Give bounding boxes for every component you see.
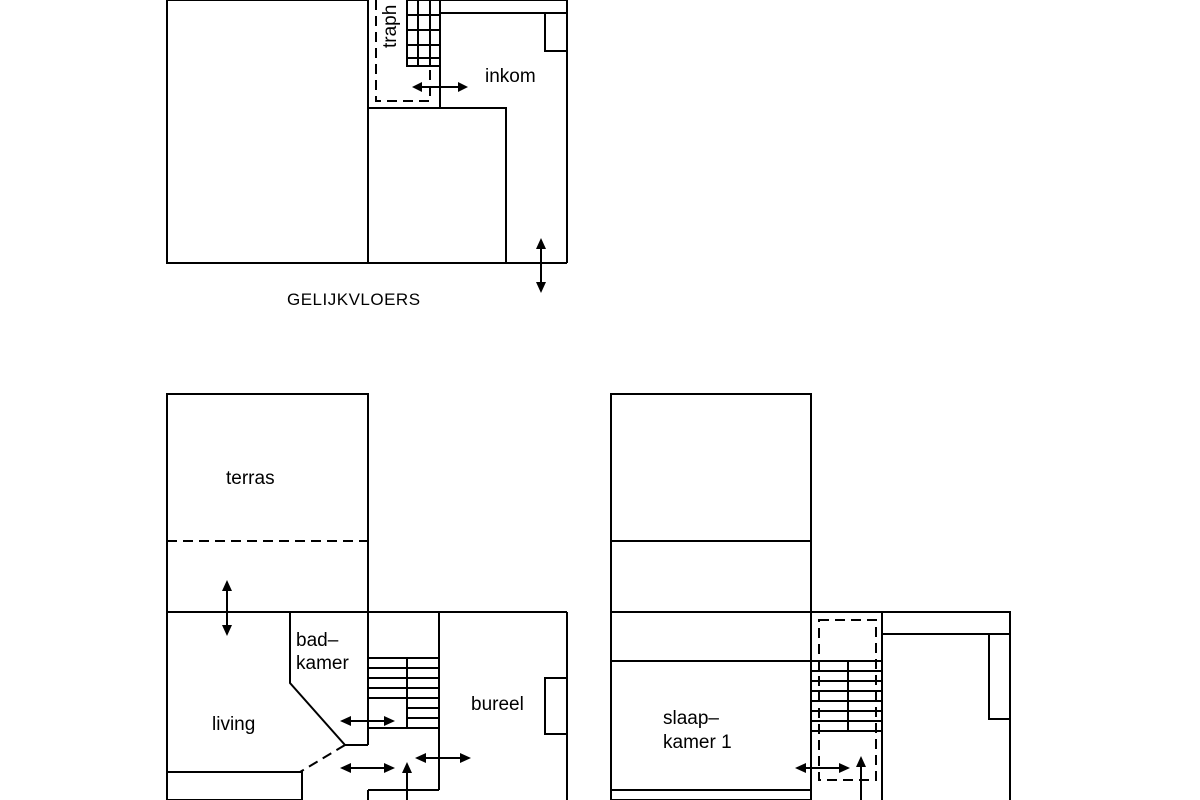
hatched-strip-upper [881,611,1011,635]
hatched-floor-slaap [610,789,812,800]
title-gelijkvloers: GELIJKVLOERS [287,290,421,309]
label-slaapkamer-2: kamer 1 [663,732,732,753]
hatched-pillar-bureel [544,677,568,735]
door-arrow-slaapkamer [795,763,850,773]
hatched-pillar-upper [988,633,1011,720]
hatched-block-left [166,0,369,264]
door-arrow-stairs-upper [856,756,866,800]
hatched-strip-top [439,0,568,14]
label-trap: traph [380,5,401,48]
label-slaapkamer-1: slaap– [663,708,719,729]
door-arrow-trap [412,82,468,92]
label-living: living [212,714,255,735]
label-inkom: inkom [485,66,536,87]
label-badkamer-1: bad– [296,630,339,651]
door-arrow-front [536,238,546,293]
hatched-pillar [544,12,568,52]
hatched-block-middle [367,107,507,264]
door-arrow-bureel [415,753,471,763]
label-badkamer-2: kamer [296,653,349,674]
hatched-block-upper [610,393,812,662]
ground-floor-plan: traph inkom GELIJKVLOERS [166,0,568,309]
door-arrow-stairs [402,762,412,800]
first-floor-plan: terras bad– kamer living bureel [166,393,568,800]
door-arrow-living [340,763,395,773]
hatched-wall-living [166,771,303,800]
label-terras: terras [226,468,275,489]
door-arrow-bad [340,716,395,726]
second-floor-plan: slaap– kamer 1 [610,393,1011,800]
label-bureel: bureel [471,694,524,715]
door-arrow-terras [222,580,232,636]
